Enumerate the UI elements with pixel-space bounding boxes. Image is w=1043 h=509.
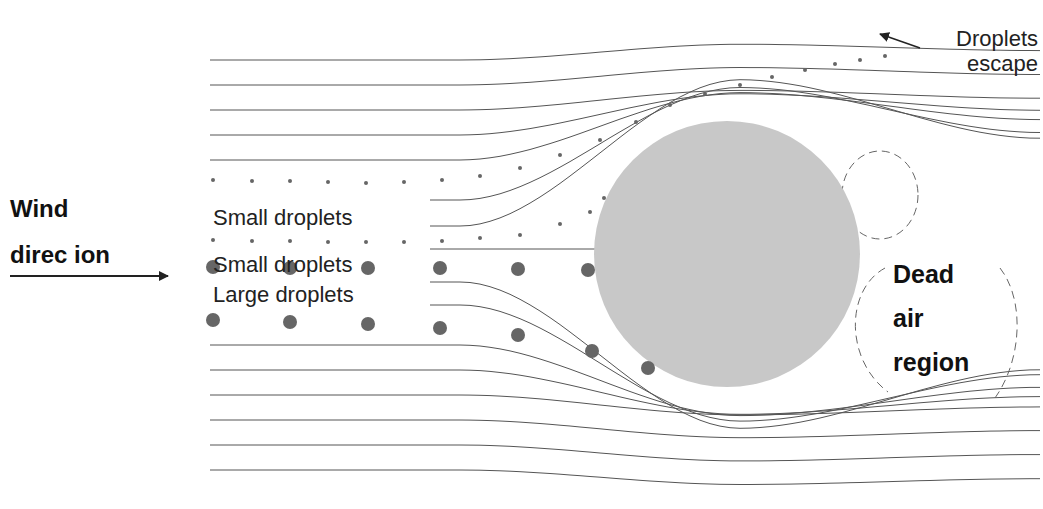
droplet: [361, 261, 375, 275]
streamline: [210, 370, 1040, 414]
droplet: [511, 328, 525, 342]
droplet: [478, 174, 482, 178]
leader-line: [880, 34, 920, 48]
droplet: [668, 103, 672, 107]
droplet: [288, 239, 292, 243]
droplet-label: Small droplets: [213, 252, 433, 277]
streamlines: [210, 44, 1040, 484]
droplet: [585, 344, 599, 358]
streamline: [210, 90, 1040, 110]
droplet: [598, 138, 602, 142]
droplet: [250, 239, 254, 243]
droplet: [361, 317, 375, 331]
streamline: [210, 420, 1040, 438]
droplet: [402, 180, 406, 184]
droplet: [833, 62, 837, 66]
droplet: [440, 178, 444, 182]
droplet: [770, 75, 774, 79]
droplet: [803, 68, 807, 72]
droplet: [402, 240, 406, 244]
droplet-label: Small droplets: [213, 205, 433, 230]
streamline: [210, 395, 1040, 415]
droplet: [558, 153, 562, 157]
droplet: [364, 240, 368, 244]
droplet: [634, 120, 638, 124]
droplet: [326, 240, 330, 244]
droplet: [641, 361, 655, 375]
droplet: [206, 313, 220, 327]
droplet: [602, 196, 606, 200]
droplets: [206, 54, 887, 375]
droplet: [738, 83, 742, 87]
droplet: [518, 233, 522, 237]
droplet: [250, 179, 254, 183]
droplet-label: Large droplets: [213, 282, 433, 307]
droplet: [518, 166, 522, 170]
wake-eddies: [842, 151, 1017, 398]
region-label: Dead air region: [893, 252, 983, 384]
streamline: [210, 93, 1040, 160]
droplet: [211, 178, 215, 182]
callout-label: Droplets escape: [922, 26, 1038, 77]
droplet: [883, 54, 887, 58]
streamline: [210, 68, 1040, 86]
droplet: [283, 315, 297, 329]
droplet: [211, 238, 215, 242]
wind-arrow: [10, 275, 168, 277]
droplet: [440, 239, 444, 243]
droplet: [326, 180, 330, 184]
droplet: [364, 181, 368, 185]
droplet: [433, 321, 447, 335]
droplet: [288, 179, 292, 183]
droplet: [478, 236, 482, 240]
droplet: [558, 222, 562, 226]
droplet: [433, 261, 447, 275]
streamline: [430, 249, 596, 250]
wind-label: Wind direc ion: [10, 186, 122, 278]
droplet: [858, 58, 862, 62]
droplet: [588, 210, 592, 214]
droplet: [703, 92, 707, 96]
droplet: [511, 262, 525, 276]
streamline: [210, 470, 1040, 485]
streamline: [210, 445, 1040, 461]
obstacle-cylinder: [594, 121, 860, 387]
droplet: [581, 263, 595, 277]
